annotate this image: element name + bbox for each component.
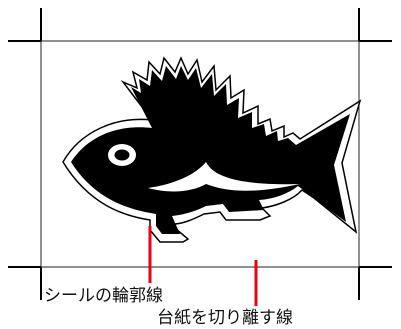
crop-mark-top-left	[8, 8, 42, 42]
sea-bream-fish-icon	[71, 66, 350, 234]
fish-body	[71, 66, 350, 234]
backing-cut-line-label: 台紙を切り離す線	[157, 308, 293, 328]
crop-mark-top-right	[358, 8, 392, 42]
crop-marks	[8, 8, 392, 300]
crop-mark-bottom-right	[358, 266, 392, 300]
sticker-outline-label: シールの輪郭線	[44, 286, 163, 306]
backing-sheet-frame	[40, 40, 360, 268]
fish-eye-pupil	[114, 149, 130, 161]
crop-mark-bottom-left	[8, 266, 42, 300]
fish-gill-stripe	[148, 162, 300, 192]
